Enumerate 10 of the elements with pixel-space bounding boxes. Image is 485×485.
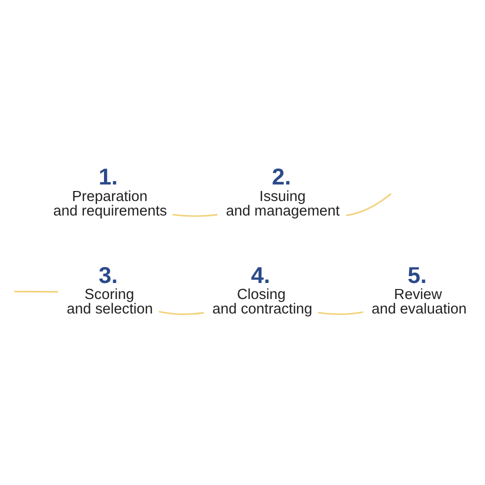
node-text: 3. Scoring and selection (66, 262, 153, 318)
connector (346, 193, 392, 216)
connector (158, 310, 204, 316)
node-text: 4. Closing and contracting (212, 262, 312, 318)
node-text: 2. Issuing and management (226, 164, 340, 220)
connector (318, 311, 364, 316)
connector (14, 290, 58, 293)
connector (172, 214, 218, 217)
node-text: 1. Preparation and requirements (53, 164, 167, 220)
node-text: 5. Review and evaluation (372, 262, 467, 318)
